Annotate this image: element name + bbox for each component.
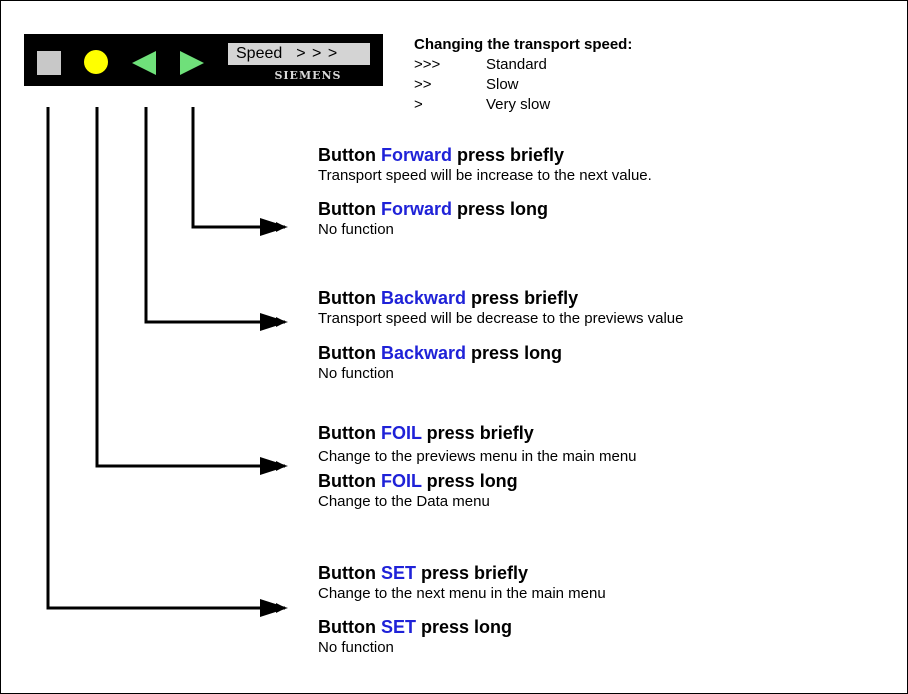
speed-legend: Changing the transport speed: >>>Standar… bbox=[414, 36, 632, 115]
brand-logo: SIEMENS bbox=[274, 69, 342, 82]
backward-long-description: Button Backward press long No function bbox=[318, 342, 562, 384]
foil-connector bbox=[95, 107, 286, 471]
legend-row: > Very slow bbox=[414, 95, 632, 115]
description-heading: Button SET press briefly bbox=[318, 562, 606, 584]
description-heading: Button Forward press long bbox=[318, 198, 548, 220]
button-name: Backward bbox=[380, 288, 467, 308]
forward-connector bbox=[191, 107, 286, 232]
backward-arrowhead-icon bbox=[260, 313, 288, 331]
description-text: No function bbox=[318, 365, 394, 382]
description-heading: Button Backward press briefly bbox=[318, 287, 683, 309]
heading-prefix: Button bbox=[318, 199, 381, 219]
heading-suffix: press long bbox=[416, 617, 513, 637]
button-name: Forward bbox=[380, 199, 452, 219]
legend-row: >> Slow bbox=[414, 75, 632, 95]
description-text: Transport speed will be decrease to the … bbox=[318, 310, 684, 327]
legend-title: Changing the transport speed: bbox=[414, 36, 633, 53]
description-heading: Button SET press long bbox=[318, 616, 512, 638]
speed-display: Speed > > > bbox=[228, 43, 370, 65]
speed-display-label: Speed bbox=[236, 45, 283, 62]
heading-prefix: Button bbox=[318, 617, 381, 637]
description-heading: Button Forward press briefly bbox=[318, 144, 652, 166]
button-name: Backward bbox=[380, 343, 467, 363]
legend-symbol: > bbox=[414, 96, 423, 113]
heading-prefix: Button bbox=[318, 563, 381, 583]
set-long-description: Button SET press long No function bbox=[318, 616, 512, 658]
description-text: Change to the previews menu in the main … bbox=[318, 448, 637, 465]
heading-suffix: press briefly bbox=[421, 423, 534, 443]
legend-label: Slow bbox=[486, 76, 519, 93]
heading-suffix: press long bbox=[466, 343, 563, 363]
heading-prefix: Button bbox=[318, 288, 381, 308]
heading-suffix: press briefly bbox=[452, 145, 565, 165]
forward-button[interactable] bbox=[180, 51, 204, 75]
forward-brief-description: Button Forward press briefly Transport s… bbox=[318, 144, 652, 186]
description-text: Change to the Data menu bbox=[318, 493, 490, 510]
foil-brief-description: Button FOIL press briefly Change to the … bbox=[318, 422, 637, 467]
description-heading: Button Backward press long bbox=[318, 342, 562, 364]
backward-connector bbox=[144, 107, 286, 327]
backward-button[interactable] bbox=[132, 51, 156, 75]
heading-prefix: Button bbox=[318, 343, 381, 363]
speed-display-value: > > > bbox=[296, 45, 339, 62]
heading-prefix: Button bbox=[318, 471, 381, 491]
description-text: Change to the next menu in the main menu bbox=[318, 585, 606, 602]
forward-arrowhead-icon bbox=[260, 218, 288, 236]
set-arrowhead-icon bbox=[260, 599, 288, 617]
heading-suffix: press long bbox=[421, 471, 518, 491]
button-name: Forward bbox=[380, 145, 452, 165]
button-name: SET bbox=[380, 617, 416, 637]
backward-brief-description: Button Backward press briefly Transport … bbox=[318, 287, 683, 329]
heading-suffix: press long bbox=[452, 199, 549, 219]
legend-row: >>> Standard bbox=[414, 55, 632, 75]
legend-symbol: >> bbox=[414, 76, 432, 93]
device-panel: Speed > > > SIEMENS bbox=[24, 34, 383, 86]
set-connector bbox=[46, 107, 286, 613]
description-heading: Button FOIL press long bbox=[318, 470, 518, 492]
button-name: FOIL bbox=[380, 471, 422, 491]
legend-label: Very slow bbox=[486, 96, 551, 113]
heading-suffix: press briefly bbox=[416, 563, 529, 583]
heading-prefix: Button bbox=[318, 145, 381, 165]
button-name: SET bbox=[380, 563, 416, 583]
forward-long-description: Button Forward press long No function bbox=[318, 198, 548, 240]
description-text: No function bbox=[318, 221, 394, 238]
heading-prefix: Button bbox=[318, 423, 381, 443]
description-text: Transport speed will be increase to the … bbox=[318, 167, 652, 184]
legend-symbol: >>> bbox=[414, 56, 441, 73]
legend-label: Standard bbox=[486, 56, 547, 73]
description-heading: Button FOIL press briefly bbox=[318, 422, 637, 444]
foil-arrowhead-icon bbox=[260, 457, 288, 475]
button-name: FOIL bbox=[380, 423, 422, 443]
foil-button[interactable] bbox=[84, 50, 108, 74]
set-brief-description: Button SET press briefly Change to the n… bbox=[318, 562, 606, 604]
set-button[interactable] bbox=[37, 51, 61, 75]
description-text: No function bbox=[318, 639, 394, 656]
foil-long-description: Button FOIL press long Change to the Dat… bbox=[318, 470, 518, 512]
heading-suffix: press briefly bbox=[466, 288, 579, 308]
